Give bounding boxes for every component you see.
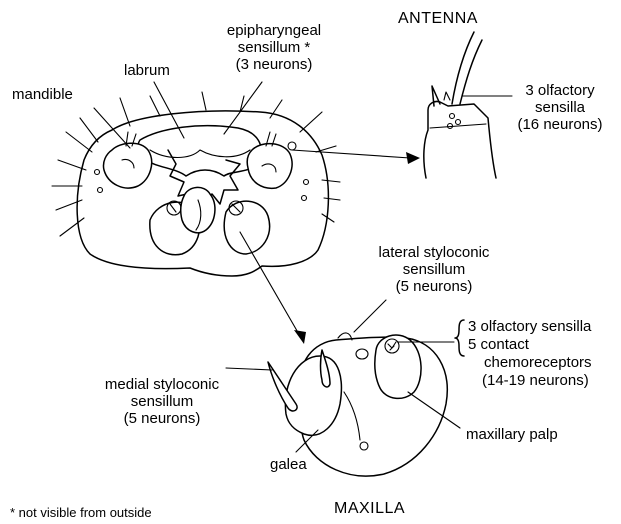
mandible-label: mandible <box>12 86 73 103</box>
galea-label: galea <box>270 456 307 473</box>
maxilla-illustration <box>268 333 447 476</box>
label-line: epipharyngeal <box>212 22 336 39</box>
label-line: 3 olfactory <box>508 82 612 99</box>
brace-icon <box>455 320 464 356</box>
label-line: sensillum <box>92 393 232 410</box>
label-line: sensilla <box>508 99 612 116</box>
label-line: (3 neurons) <box>212 56 336 73</box>
medial-styloconic-label: medial styloconic sensillum (5 neurons) <box>92 376 232 427</box>
maxillary-palp-label: maxillary palp <box>466 426 558 443</box>
lateral-styloconic-label: lateral styloconic sensillum (5 neurons) <box>364 244 504 295</box>
antenna-tip-illustration <box>424 32 496 178</box>
arrowhead-icon <box>294 330 306 344</box>
head-capsule-illustration <box>52 92 340 276</box>
arrowhead-icon <box>406 152 420 164</box>
palp-sensilla-line-2: 5 contact <box>468 336 529 353</box>
labrum-label: labrum <box>124 62 170 79</box>
footnote: * not visible from outside <box>10 504 152 521</box>
label-line: medial styloconic <box>92 376 232 393</box>
label-line: (5 neurons) <box>92 410 232 427</box>
palp-sensilla-line-4: (14-19 neurons) <box>482 372 589 389</box>
label-line: lateral styloconic <box>364 244 504 261</box>
antenna-sensilla-label: 3 olfactory sensilla (16 neurons) <box>508 82 612 133</box>
palp-sensilla-line-3: chemoreceptors <box>484 354 592 371</box>
label-line: (16 neurons) <box>508 116 612 133</box>
antenna-title: ANTENNA <box>398 10 478 27</box>
label-line: (5 neurons) <box>364 278 504 295</box>
label-line: sensillum <box>364 261 504 278</box>
label-line: sensillum * <box>212 39 336 56</box>
maxilla-title: MAXILLA <box>334 500 405 517</box>
palp-sensilla-line-1: 3 olfactory sensilla <box>468 318 591 335</box>
epipharyngeal-label: epipharyngeal sensillum * (3 neurons) <box>212 22 336 73</box>
